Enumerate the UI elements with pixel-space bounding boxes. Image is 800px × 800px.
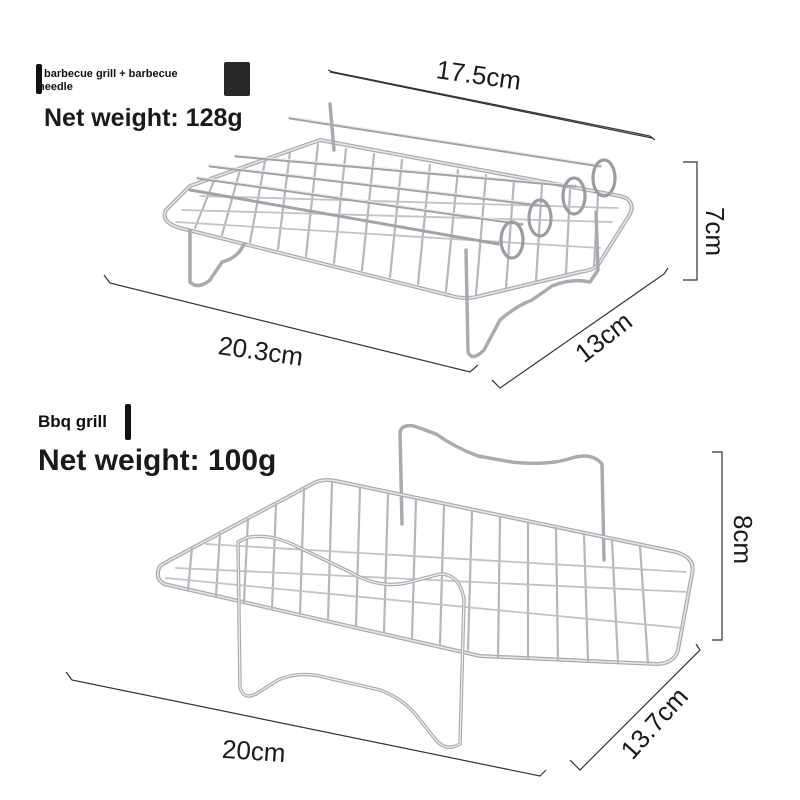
- dim-line-top-height: [683, 161, 698, 281]
- dim-line-top-depth: [491, 267, 669, 389]
- product-top-label-line2: needle: [38, 81, 73, 93]
- bottom-rack: [155, 423, 695, 749]
- product-bottom-label: Bbq grill: [38, 412, 107, 431]
- dim-line-top-width: [103, 274, 479, 373]
- dim-line-bottom-depth: [569, 643, 701, 771]
- dim-line-bottom-width: [65, 671, 547, 777]
- product-bottom-net-weight: Net weight: 100g: [38, 444, 277, 477]
- dim-line-top-length: [327, 69, 656, 141]
- product-top-net-weight: Net weight: 128g: [44, 104, 243, 132]
- dimension-lines: [65, 69, 723, 777]
- label-bar-right: [224, 62, 250, 96]
- label-bar-left: [36, 64, 42, 94]
- dim-line-bottom-height: [712, 451, 723, 641]
- top-rack: [162, 102, 634, 359]
- product-top-label-line1: barbecue grill + barbecue: [44, 68, 178, 80]
- label-bar-bottom: [125, 404, 131, 440]
